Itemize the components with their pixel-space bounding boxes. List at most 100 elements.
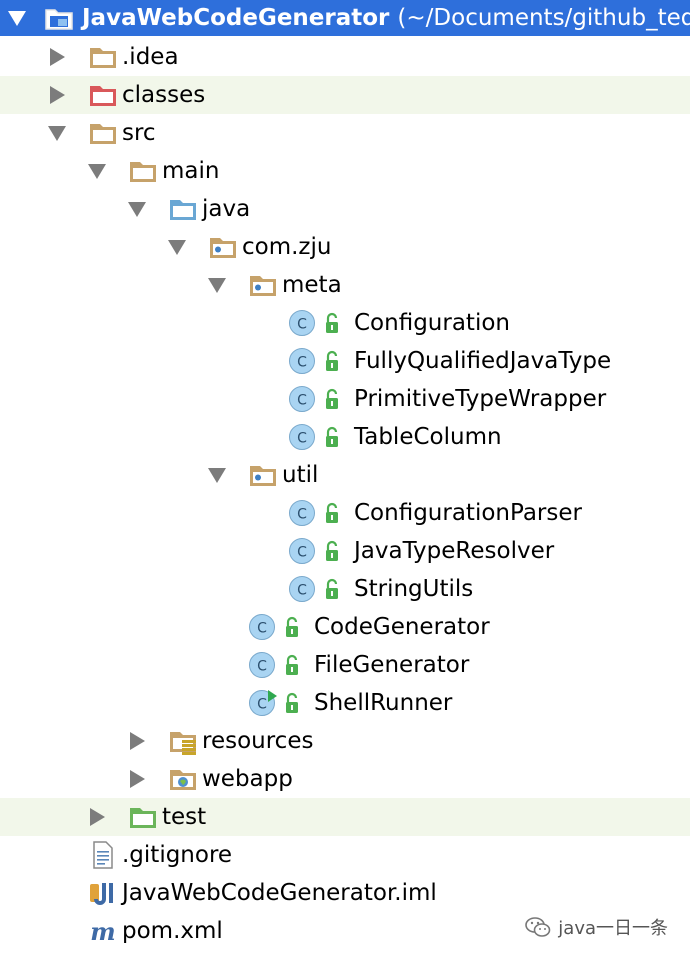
folder-green-icon [128,802,158,832]
resources-folder-icon [168,726,198,756]
svg-text:m: m [90,917,115,946]
tree-row-label: main [162,158,220,184]
tree-row-configuration[interactable]: C Configuration [0,304,690,342]
tree-row-comzju[interactable]: com.zju [0,228,690,266]
svg-text:C: C [257,697,267,713]
tree-row-label: Configuration [354,310,510,336]
tree-row-resources[interactable]: resources [0,722,690,760]
wechat-icon [525,917,551,937]
svg-text:C: C [297,507,307,523]
folder-red-icon [88,80,118,110]
tree-row-label: src [122,120,156,146]
package-icon [248,460,278,490]
tree-row-src[interactable]: src [0,114,690,152]
class-icon: C [288,498,350,528]
tree-row-java[interactable]: java [0,190,690,228]
folder-blue-icon [168,194,198,224]
expand-arrow-icon[interactable] [50,86,65,104]
tree-row-configparser[interactable]: C ConfigurationParser [0,494,690,532]
tree-row-tablecolumn[interactable]: C TableColumn [0,418,690,456]
class-icon: C [248,650,310,680]
svg-text:C: C [297,431,307,447]
watermark: java一日一条 [524,912,668,942]
tree-row-label: ShellRunner [314,690,453,716]
svg-text:C: C [297,545,307,561]
tree-row-label: .idea [122,44,179,70]
tree-row-label: test [162,804,207,830]
collapse-arrow-icon[interactable] [208,278,226,293]
folder-tan-icon [128,156,158,186]
class-icon: C [248,612,310,642]
tree-row-gitignore[interactable]: .gitignore [0,836,690,874]
tree-row-label: pom.xml [122,918,223,944]
tree-row-jtr[interactable]: C JavaTypeResolver [0,532,690,570]
project-name: JavaWebCodeGenerator [82,5,390,31]
text-file-icon [88,840,118,870]
expand-arrow-icon[interactable] [130,770,145,788]
tree-row-label: meta [282,272,342,298]
tree-row-label: webapp [202,766,293,792]
package-icon [248,270,278,300]
expand-arrow-icon[interactable] [50,48,65,66]
watermark-text: java一日一条 [558,918,668,939]
expand-arrow-icon[interactable] [8,11,26,26]
tree-row-label: StringUtils [354,576,474,602]
folder-tan-icon [88,42,118,72]
project-root-row[interactable]: JavaWebCodeGenerator (~/Documents/github… [0,0,690,36]
tree-row-classes[interactable]: classes [0,76,690,114]
tree-row-label: TableColumn [354,424,502,450]
svg-text:C: C [297,583,307,599]
tree-row-filegen[interactable]: C FileGenerator [0,646,690,684]
svg-text:C: C [257,621,267,637]
tree-row-fqjt[interactable]: C FullyQualifiedJavaType [0,342,690,380]
tree-row-meta[interactable]: meta [0,266,690,304]
package-icon [208,232,238,262]
tree-row-label: .gitignore [122,842,233,868]
folder-tan-icon [88,118,118,148]
tree-row-stringutils[interactable]: C StringUtils [0,570,690,608]
tree-row-label: resources [202,728,314,754]
tree-row-label: ConfigurationParser [354,500,582,526]
collapse-arrow-icon[interactable] [48,126,66,141]
svg-text:C: C [297,317,307,333]
tree-row-pom[interactable]: m pom.xml [0,912,690,950]
svg-text:C: C [257,659,267,675]
iml-file-icon [88,878,118,908]
module-folder-icon [44,3,74,33]
tree-row-iml[interactable]: JavaWebCodeGenerator.iml [0,874,690,912]
class-icon: C [288,346,350,376]
tree-row-label: java [202,196,251,222]
class-icon: C [288,574,350,604]
tree-row-label: FullyQualifiedJavaType [354,348,612,374]
runnable-class-icon: C [248,688,310,718]
tree-row-label: JavaTypeResolver [354,538,555,564]
collapse-arrow-icon[interactable] [208,468,226,483]
tree-row-label: FileGenerator [314,652,470,678]
class-icon: C [288,536,350,566]
tree-row-label: util [282,462,319,488]
maven-file-icon: m [88,916,118,946]
svg-text:C: C [297,355,307,371]
tree-row-idea[interactable]: .idea [0,38,690,76]
tree-row-webapp[interactable]: webapp [0,760,690,798]
tree-row-label: classes [122,82,206,108]
tree-row-test[interactable]: test [0,798,690,836]
tree-row-label: JavaWebCodeGenerator.iml [122,880,437,906]
expand-arrow-icon[interactable] [130,732,145,750]
collapse-arrow-icon[interactable] [88,164,106,179]
tree-row-label: com.zju [242,234,332,260]
tree-row-main[interactable]: main [0,152,690,190]
collapse-arrow-icon[interactable] [128,202,146,217]
class-icon: C [288,422,350,452]
expand-arrow-icon[interactable] [90,808,105,826]
collapse-arrow-icon[interactable] [168,240,186,255]
tree-row-label: PrimitiveTypeWrapper [354,386,607,412]
class-icon: C [288,384,350,414]
tree-row-shellrunner[interactable]: C ShellRunner [0,684,690,722]
project-path: (~/Documents/github_ted/ [397,5,690,31]
tree-row-util[interactable]: util [0,456,690,494]
class-icon: C [288,308,350,338]
